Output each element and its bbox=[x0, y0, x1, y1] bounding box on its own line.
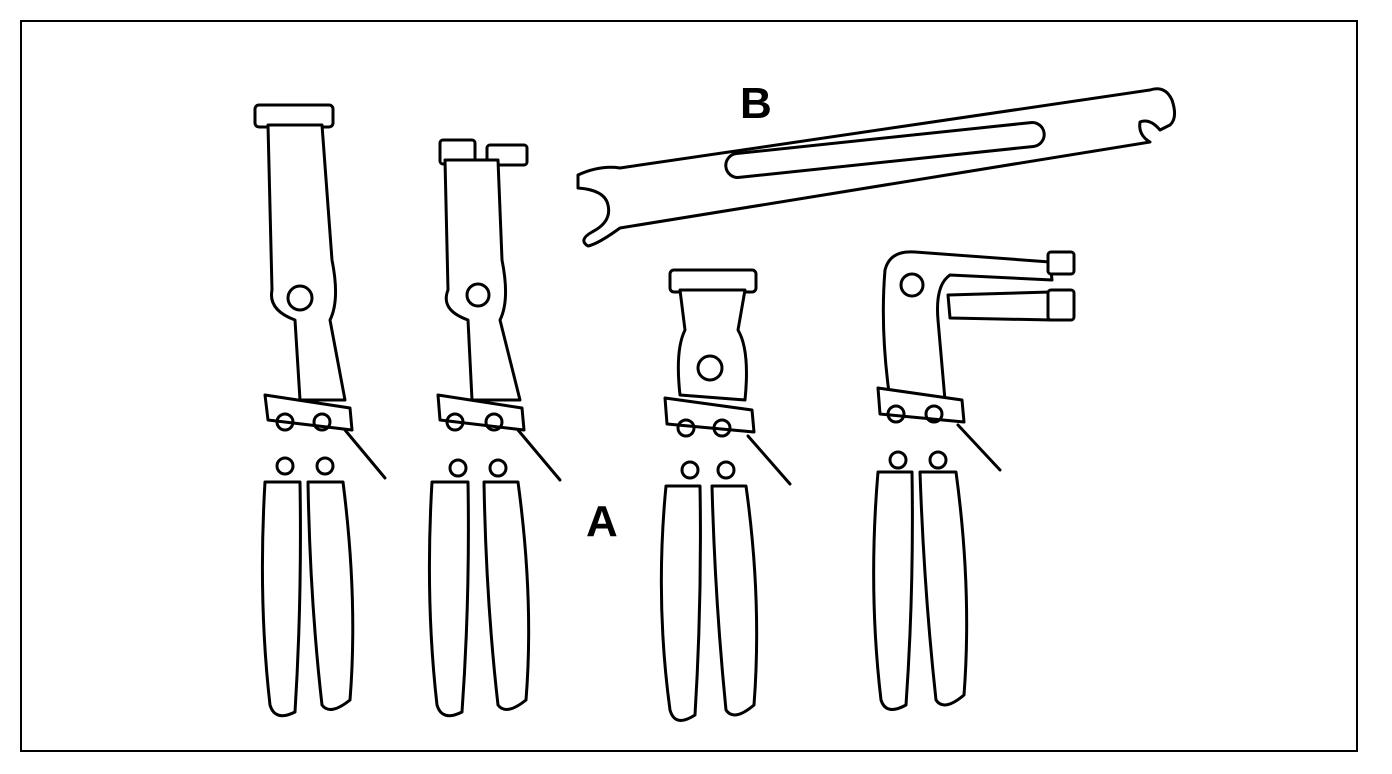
flat-bar-tool bbox=[576, 87, 1177, 248]
callout-label-b: B bbox=[740, 79, 772, 128]
pliers-angled-head bbox=[872, 250, 1076, 711]
pliers-slim-straight bbox=[427, 138, 562, 718]
pliers-long-straight bbox=[253, 103, 387, 718]
figure-border bbox=[20, 20, 1358, 752]
pliers-short-head bbox=[659, 268, 792, 722]
callout-label-a: A bbox=[586, 497, 618, 546]
